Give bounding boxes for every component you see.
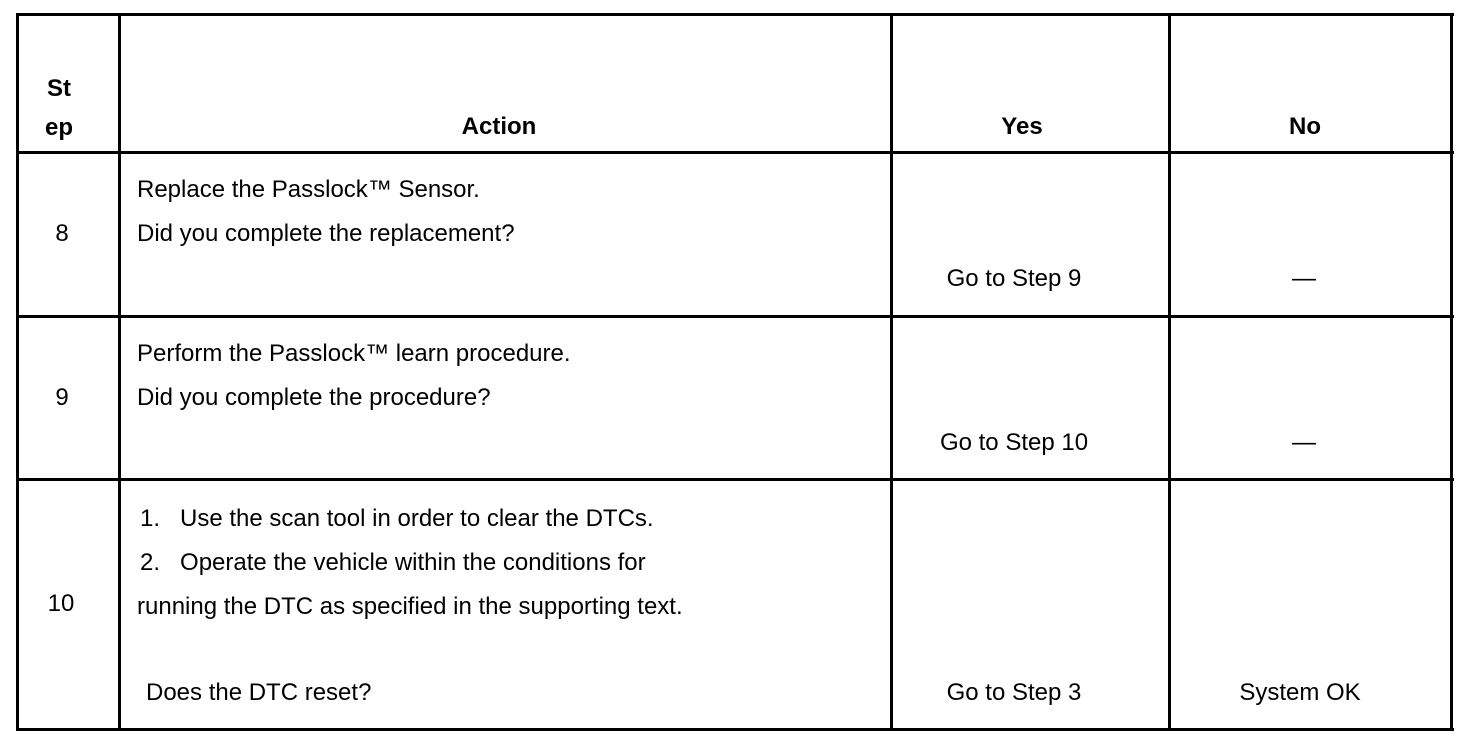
header-yes: Yes <box>1001 113 1043 140</box>
row-8-action-line1: Replace the Passlock™ Sensor. <box>137 176 480 203</box>
row-10-yes: Go to Step 3 <box>946 679 1082 706</box>
row-8-yes: Go to Step 9 <box>946 265 1082 292</box>
row-8-no: — <box>1292 265 1316 292</box>
row-10-no: System OK <box>1239 679 1361 706</box>
row-8-action-line2: Did you complete the replacement? <box>137 220 515 247</box>
table-border-top <box>16 13 1454 16</box>
row-9-action-line1: Perform the Passlock™ learn procedure. <box>137 340 571 367</box>
table-border-bottom <box>16 728 1454 731</box>
header-divider <box>16 151 1454 154</box>
header-no: No <box>1289 113 1321 140</box>
row-10-action-question: Does the DTC reset? <box>146 679 372 706</box>
header-step-line1: St <box>47 75 71 102</box>
table-border-left <box>16 13 19 731</box>
column-divider-yes-no <box>1168 13 1171 731</box>
header-step-line2: ep <box>45 114 74 141</box>
row-10-action-line1: 1. Use the scan tool in order to clear t… <box>140 505 654 532</box>
column-divider-step-action <box>118 13 121 731</box>
row-9-yes: Go to Step 10 <box>939 429 1089 456</box>
row-divider-8-9 <box>16 315 1454 318</box>
row-9-no: — <box>1292 429 1316 456</box>
row-8-step: 8 <box>55 220 69 247</box>
column-divider-action-yes <box>890 13 893 731</box>
row-9-action-line2: Did you complete the procedure? <box>137 384 491 411</box>
row-10-step: 10 <box>47 590 75 617</box>
row-10-action-line3: running the DTC as specified in the supp… <box>137 593 683 620</box>
header-action: Action <box>461 113 537 140</box>
row-divider-9-10 <box>16 478 1454 481</box>
table-border-right <box>1450 13 1453 731</box>
row-10-action-line2: 2. Operate the vehicle within the condit… <box>140 549 646 576</box>
row-9-step: 9 <box>55 384 69 411</box>
